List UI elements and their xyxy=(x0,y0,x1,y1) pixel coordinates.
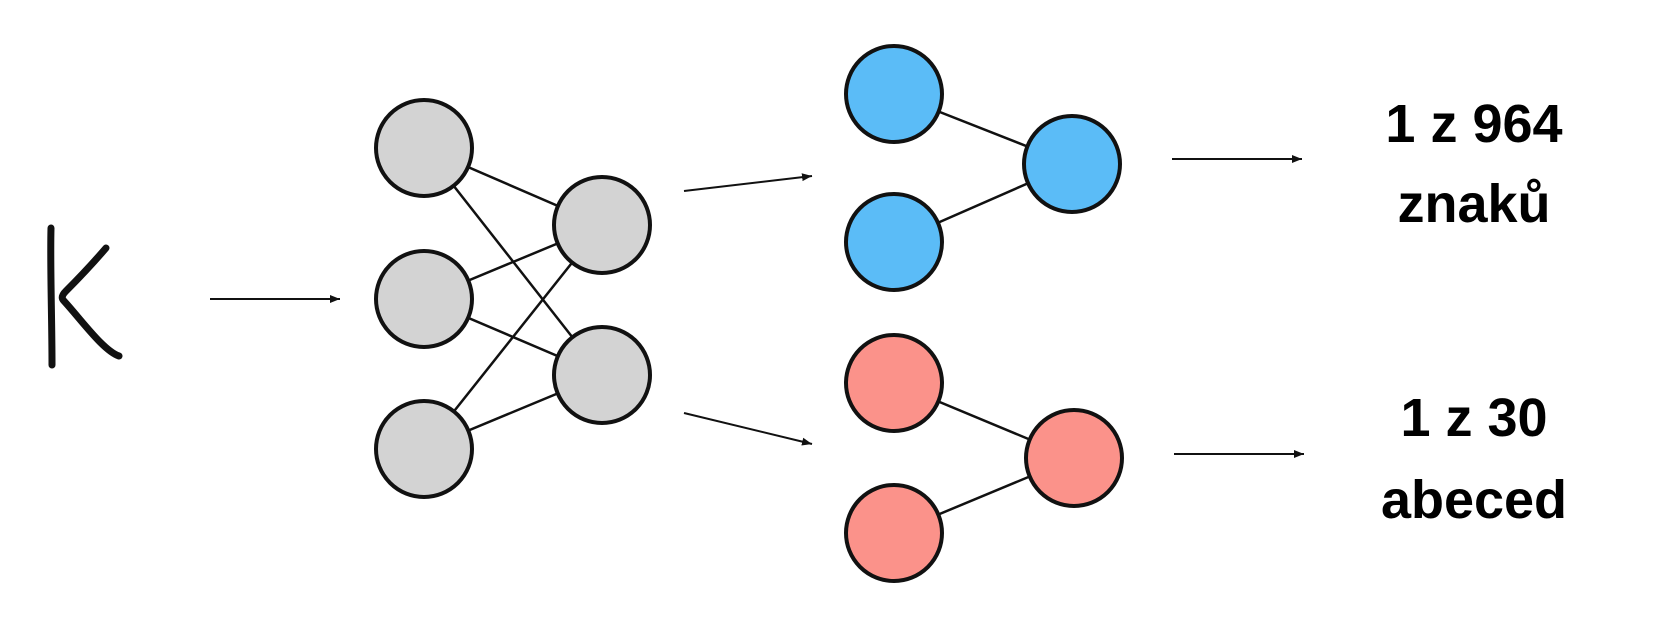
character-head-nodes xyxy=(844,44,1122,292)
shared-input-node xyxy=(374,98,474,198)
alphabet-head-node xyxy=(844,483,944,583)
alphabet-head-nodes xyxy=(844,333,1124,583)
alphabets-output-unit: abeced xyxy=(1381,470,1567,530)
characters-output-count: 1 z 964 xyxy=(1385,94,1562,154)
branch-arrow-alphabets xyxy=(683,412,813,446)
alphabet-head-node xyxy=(844,333,944,433)
character-head-node xyxy=(844,192,944,292)
shared-input-node xyxy=(374,249,474,349)
branch-arrow-characters xyxy=(683,173,813,192)
shared-input-node xyxy=(374,399,474,499)
shared-hidden-node xyxy=(552,325,652,425)
shared-hidden-node xyxy=(552,175,652,275)
character-head-node xyxy=(844,44,944,144)
alphabet-head-output-node xyxy=(1024,408,1124,508)
handwritten-k-glyph xyxy=(47,224,123,369)
characters-output-unit: znaků xyxy=(1397,174,1550,234)
character-head-output-node xyxy=(1022,114,1122,214)
alphabets-output-count: 1 z 30 xyxy=(1400,388,1547,448)
shared-network-nodes xyxy=(374,98,652,499)
